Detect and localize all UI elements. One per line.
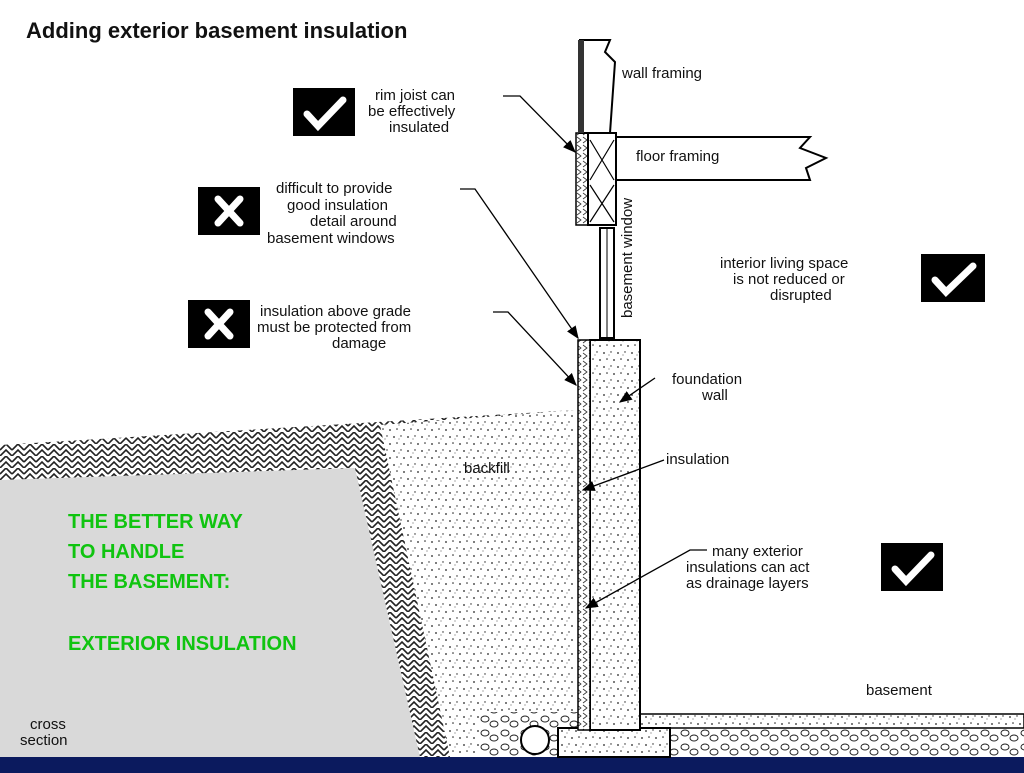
floor-joist (615, 136, 829, 181)
check-icon-interior (921, 254, 985, 302)
drain-pipe (520, 725, 550, 755)
svg-text:must be protected from: must be protected from (257, 319, 411, 336)
cross-section-label: cross section (20, 716, 68, 749)
svg-text:good insulation: good insulation (287, 197, 388, 214)
foundation-wall-label: foundation wall (672, 371, 742, 404)
floor-slab (639, 713, 1024, 729)
svg-text:THE BASEMENT:: THE BASEMENT: (68, 571, 230, 593)
slogan-text: THE BETTER WAY TO HANDLE THE BASEMENT: E… (68, 511, 297, 655)
svg-text:disrupted: disrupted (770, 287, 832, 304)
svg-text:insulation above grade: insulation above grade (260, 303, 411, 320)
callout-windows: difficult to provide good insulation det… (267, 180, 397, 247)
windows-leader (460, 188, 579, 340)
rim-insulation (575, 132, 589, 226)
basement-label: basement (866, 682, 933, 699)
wall-framing-label: wall framing (621, 65, 702, 82)
drainage-leader (584, 549, 707, 609)
callout-drainage: many exterior insulations can act as dra… (686, 543, 810, 592)
callout-interior: interior living space is not reduced or … (720, 255, 848, 304)
slogan-panel (0, 468, 420, 757)
svg-text:damage: damage (332, 335, 386, 352)
svg-text:rim joist can: rim joist can (375, 87, 455, 104)
svg-text:interior living space: interior living space (720, 255, 848, 272)
svg-text:be effectively: be effectively (368, 103, 456, 120)
foundation-wall (589, 339, 641, 731)
check-icon-drainage (881, 543, 943, 591)
basement-window-label: basement window (619, 198, 636, 318)
svg-text:section: section (20, 732, 68, 749)
svg-text:insulated: insulated (389, 119, 449, 136)
svg-text:as drainage layers: as drainage layers (686, 575, 809, 592)
insulation-layer (577, 339, 591, 731)
svg-text:cross: cross (30, 716, 66, 733)
exterior-sheathing (578, 40, 584, 133)
footing (557, 727, 671, 758)
foundation-leader (618, 377, 656, 403)
svg-text:is not reduced or: is not reduced or (733, 271, 845, 288)
bottom-frame-bar (0, 757, 1024, 768)
insulation-leader (581, 459, 665, 491)
insulation-label: insulation (666, 451, 729, 468)
svg-text:difficult to provide: difficult to provide (276, 180, 392, 197)
svg-text:insulations can act: insulations can act (686, 559, 810, 576)
diagram-title: Adding exterior basement insulation (26, 18, 407, 43)
svg-text:EXTERIOR INSULATION: EXTERIOR INSULATION (68, 633, 297, 655)
backfill-label: backfill (464, 460, 510, 477)
svg-text:wall: wall (701, 387, 728, 404)
rim-joist-leader (503, 95, 576, 153)
x-icon-above-grade (188, 300, 250, 348)
svg-text:foundation: foundation (672, 371, 742, 388)
check-icon-rim-joist (293, 88, 355, 136)
underslab-gravel (670, 728, 1024, 757)
above-grade-leader (493, 311, 577, 386)
callout-above-grade: insulation above grade must be protected… (257, 303, 411, 352)
x-icon-windows (198, 187, 260, 235)
svg-text:detail around: detail around (310, 213, 397, 230)
svg-text:TO HANDLE: TO HANDLE (68, 541, 184, 563)
backfill-zone (380, 410, 575, 757)
svg-text:THE BETTER WAY: THE BETTER WAY (68, 511, 243, 533)
svg-text:many exterior: many exterior (712, 543, 803, 560)
callout-rim-joist: rim joist can be effectively insulated (368, 87, 456, 136)
blocking-cross (589, 139, 615, 223)
floor-framing-label: floor framing (636, 148, 719, 165)
rim-joist (587, 132, 617, 226)
svg-text:basement windows: basement windows (267, 230, 395, 247)
